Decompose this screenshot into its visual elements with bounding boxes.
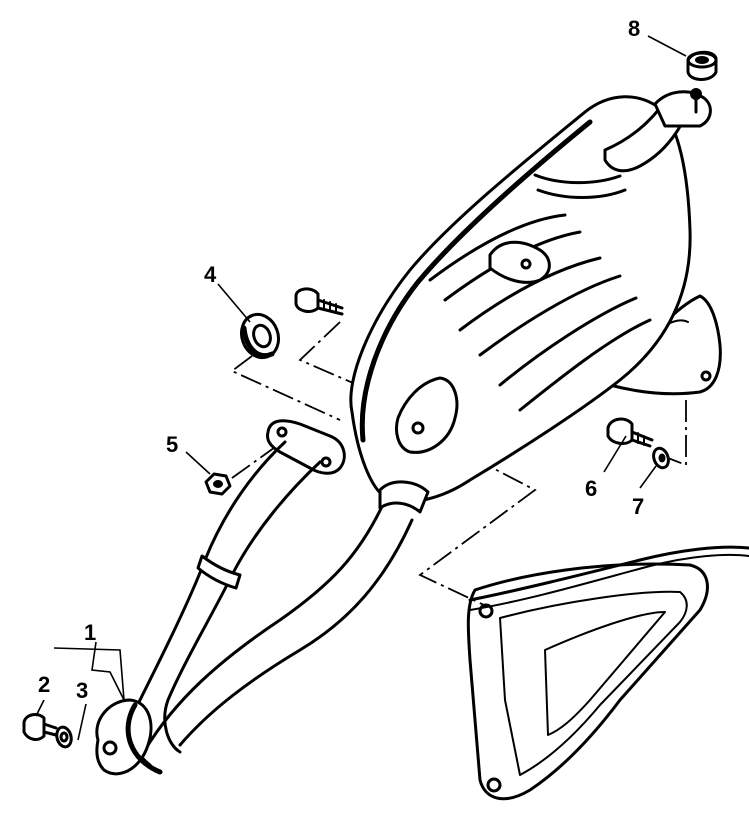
washer-7 xyxy=(652,446,670,470)
callout-1: 1 xyxy=(84,620,96,645)
nut-5 xyxy=(204,472,232,496)
callout-7: 7 xyxy=(632,494,644,519)
grommet-8 xyxy=(686,50,718,81)
callout-2: 2 xyxy=(38,672,50,697)
bolt-muffler xyxy=(294,287,344,316)
gasket-4 xyxy=(239,312,281,360)
frame-bracket xyxy=(466,545,749,801)
exhaust-pipe xyxy=(95,419,414,776)
washer-3 xyxy=(55,725,73,749)
bolt-2 xyxy=(22,713,58,741)
callout-labels: 1 2 3 4 5 6 7 8 xyxy=(38,16,644,703)
callout-8: 8 xyxy=(628,16,640,41)
callout-4: 4 xyxy=(204,262,217,287)
muffler xyxy=(349,95,722,514)
callout-6: 6 xyxy=(585,476,597,501)
callout-5: 5 xyxy=(166,432,178,457)
leader-lines xyxy=(35,35,687,741)
bolt-6 xyxy=(606,417,654,448)
tail-pipe xyxy=(603,88,712,173)
callout-3: 3 xyxy=(76,678,88,703)
